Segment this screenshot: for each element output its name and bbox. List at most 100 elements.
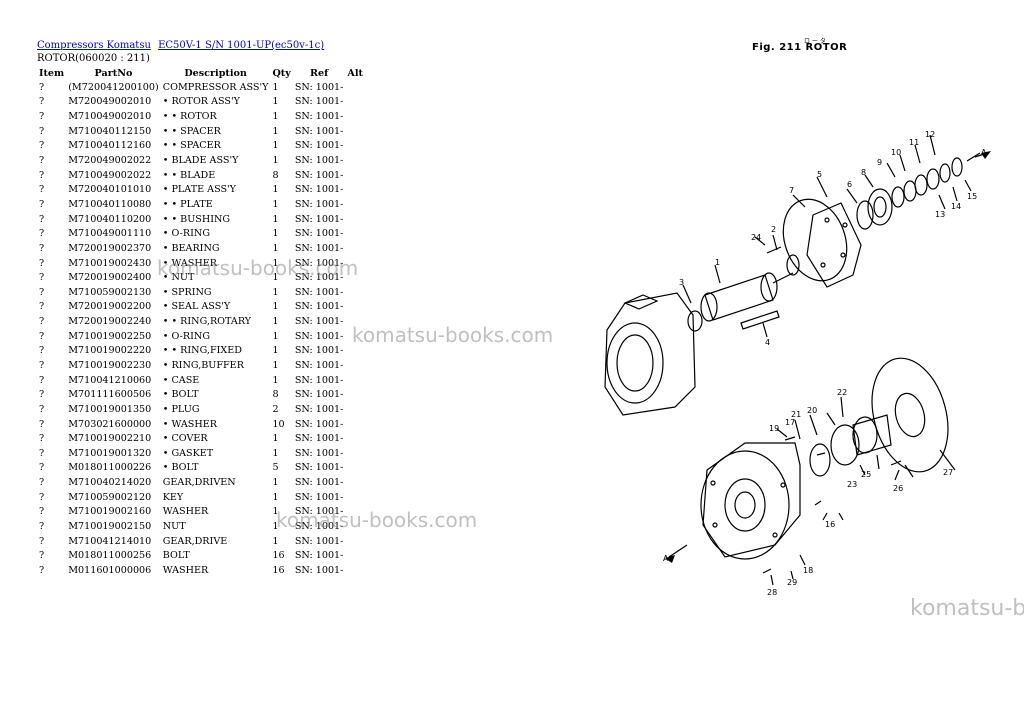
ref-cell: SN: 1001- bbox=[294, 228, 344, 240]
callout-6: 6 bbox=[847, 180, 852, 189]
item-cell: ? bbox=[39, 316, 45, 328]
item-cell: ? bbox=[39, 155, 45, 167]
partno-cell: M018011000256 bbox=[68, 550, 152, 562]
item-cell: ? bbox=[39, 330, 45, 342]
partno-cell: M710040214020 bbox=[68, 477, 152, 489]
item-cell: ? bbox=[39, 301, 45, 313]
breadcrumb: Compressors Komatsu EC50V-1 S/N 1001-UP(… bbox=[37, 40, 328, 52]
qty-cell: 1 bbox=[272, 301, 279, 313]
partno-cell: M710019001320 bbox=[68, 447, 152, 459]
item-cell: ? bbox=[39, 374, 45, 386]
ref-cell: SN: 1001- bbox=[294, 257, 344, 269]
callout-14: 14 bbox=[951, 202, 961, 211]
description-cell: • • PLATE bbox=[162, 198, 213, 210]
breadcrumb-link-model[interactable]: EC50V-1 S/N 1001-UP(ec50v-1c) bbox=[158, 40, 325, 51]
qty-cell: 1 bbox=[272, 155, 279, 167]
callout-24: 24 bbox=[751, 233, 761, 242]
ref-cell: SN: 1001- bbox=[294, 389, 344, 401]
ref-cell: SN: 1001- bbox=[294, 345, 344, 357]
ref-cell: SN: 1001- bbox=[294, 96, 344, 108]
qty-cell: 1 bbox=[272, 111, 279, 123]
callout-4: 4 bbox=[765, 338, 770, 347]
item-cell: ? bbox=[39, 418, 45, 430]
callout-28: 28 bbox=[767, 588, 777, 597]
partno-cell: M710019002150 bbox=[68, 521, 152, 533]
description-cell: • PLATE ASS'Y bbox=[162, 184, 237, 196]
alt-cell bbox=[345, 300, 365, 315]
item-cell: ? bbox=[39, 506, 45, 518]
ref-cell: SN: 1001- bbox=[294, 81, 344, 93]
qty-cell: 1 bbox=[272, 491, 279, 503]
description-cell: • CASE bbox=[162, 374, 200, 386]
alt-cell bbox=[345, 95, 365, 110]
description-cell: • SEAL ASS'Y bbox=[162, 301, 231, 313]
partno-cell: M720049002022 bbox=[68, 155, 152, 167]
description-cell: • COVER bbox=[162, 433, 208, 445]
qty-cell: 1 bbox=[272, 81, 279, 93]
description-cell: • BOLT bbox=[162, 389, 199, 401]
alt-cell bbox=[345, 109, 365, 124]
description-cell: WASHER bbox=[162, 564, 209, 576]
table-header-col-ref: Ref bbox=[310, 67, 329, 79]
ref-cell: SN: 1001- bbox=[294, 272, 344, 284]
callout-a-top: A bbox=[981, 148, 987, 157]
qty-cell: 1 bbox=[272, 96, 279, 108]
alt-cell bbox=[345, 358, 365, 373]
partno-cell: M720019002200 bbox=[68, 301, 152, 313]
qty-cell: 1 bbox=[272, 345, 279, 357]
alt-cell bbox=[345, 139, 365, 154]
partno-cell: M710019002430 bbox=[68, 257, 152, 269]
description-cell: COMPRESSOR ASS'Y bbox=[162, 81, 269, 93]
watermark: komatsu-books.com bbox=[352, 323, 554, 347]
description-cell: • RING,BUFFER bbox=[162, 359, 244, 371]
callout-25: 25 bbox=[861, 470, 871, 479]
ref-cell: SN: 1001- bbox=[294, 447, 344, 459]
figure-caption: Fig. 211 ROTOR bbox=[752, 42, 848, 53]
alt-cell bbox=[345, 153, 365, 168]
description-cell: • WASHER bbox=[162, 418, 217, 430]
alt-cell bbox=[345, 197, 365, 212]
qty-cell: 1 bbox=[272, 359, 279, 371]
ref-cell: SN: 1001- bbox=[294, 535, 344, 547]
qty-cell: 1 bbox=[272, 242, 279, 254]
ref-cell: SN: 1001- bbox=[294, 374, 344, 386]
partno-cell: M710019002220 bbox=[68, 345, 152, 357]
description-cell: • O-RING bbox=[162, 228, 210, 240]
ref-cell: SN: 1001- bbox=[294, 198, 344, 210]
description-cell: BOLT bbox=[162, 550, 190, 562]
callout-10: 10 bbox=[891, 148, 901, 157]
partno-cell: M710041210060 bbox=[68, 374, 152, 386]
watermark: komatsu-books.com bbox=[157, 256, 359, 280]
ref-cell: SN: 1001- bbox=[294, 491, 344, 503]
partno-cell: M710041214010 bbox=[68, 535, 152, 547]
table-header-col-partno: PartNo bbox=[94, 67, 133, 79]
qty-cell: 1 bbox=[272, 257, 279, 269]
description-cell: • GASKET bbox=[162, 447, 214, 459]
alt-cell bbox=[345, 285, 365, 300]
callout-2: 2 bbox=[771, 225, 776, 234]
alt-cell bbox=[345, 124, 365, 139]
ref-cell: SN: 1001- bbox=[294, 330, 344, 342]
description-cell: • SPRING bbox=[162, 286, 212, 298]
watermark: komatsu-books.com bbox=[276, 508, 478, 532]
breadcrumb-link-compressors[interactable]: Compressors Komatsu bbox=[37, 40, 151, 51]
partno-cell: M720019002370 bbox=[68, 242, 152, 254]
partno-cell: M011601000006 bbox=[68, 564, 152, 576]
qty-cell: 1 bbox=[272, 374, 279, 386]
ref-cell: SN: 1001- bbox=[294, 125, 344, 137]
partno-cell: M720019002240 bbox=[68, 316, 152, 328]
qty-cell: 1 bbox=[272, 140, 279, 152]
partno-cell: M710019002230 bbox=[68, 359, 152, 371]
item-cell: ? bbox=[39, 550, 45, 562]
